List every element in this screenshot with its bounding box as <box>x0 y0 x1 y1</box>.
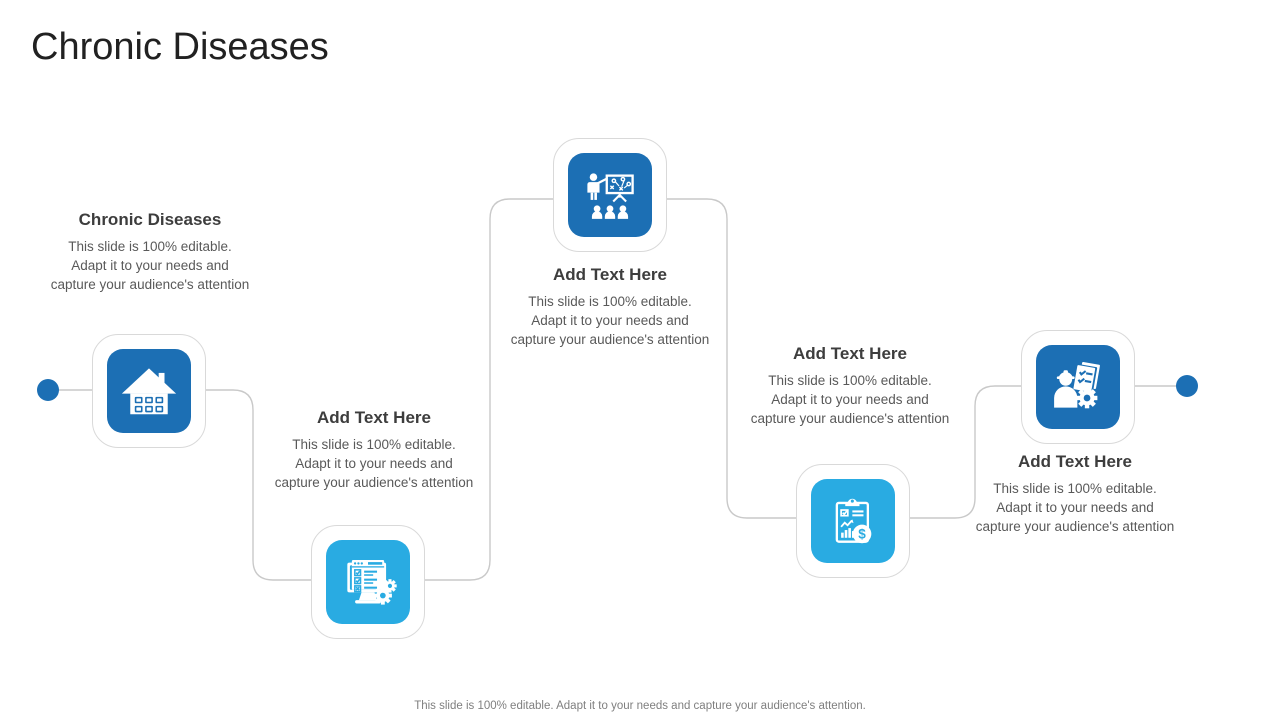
icon-tile-4: $ <box>811 479 895 563</box>
slide-title: Chronic Diseases <box>31 26 329 68</box>
node-body[interactable]: This slide is 100% editable. Adapt it to… <box>975 481 1175 534</box>
node-heading[interactable]: Add Text Here <box>317 408 431 427</box>
financial-clipboard-dollar-icon: $ <box>835 498 872 544</box>
node-body[interactable]: This slide is 100% editable. Adapt it to… <box>50 239 250 292</box>
text-block-5[interactable]: Add Text Here This slide is 100% editabl… <box>975 452 1175 536</box>
node-heading[interactable]: Add Text Here <box>793 344 907 363</box>
start-dot <box>37 379 59 401</box>
node-heading[interactable]: Add Text Here <box>1018 452 1132 471</box>
icon-tile-2 <box>326 540 410 624</box>
timeline-node-card-1[interactable] <box>92 334 206 448</box>
node-heading[interactable]: Add Text Here <box>553 265 667 284</box>
icon-tile-3 <box>568 153 652 237</box>
icon-tile-1 <box>107 349 191 433</box>
text-block-4[interactable]: Add Text Here This slide is 100% editabl… <box>750 344 950 428</box>
hospital-building-icon <box>121 368 177 415</box>
node-body[interactable]: This slide is 100% editable. Adapt it to… <box>510 294 710 347</box>
engineer-checklist-gear-icon <box>1054 361 1100 409</box>
text-block-1[interactable]: Chronic Diseases This slide is 100% edit… <box>50 210 250 294</box>
text-block-3[interactable]: Add Text Here This slide is 100% editabl… <box>510 265 710 349</box>
node-body[interactable]: This slide is 100% editable. Adapt it to… <box>750 373 950 426</box>
text-block-2[interactable]: Add Text Here This slide is 100% editabl… <box>274 408 474 492</box>
timeline-node-card-2[interactable] <box>311 525 425 639</box>
presentation-training-icon <box>587 173 634 219</box>
svg-text:$: $ <box>858 527 866 542</box>
node-heading[interactable]: Chronic Diseases <box>78 210 222 229</box>
node-body[interactable]: This slide is 100% editable. Adapt it to… <box>274 437 474 490</box>
timeline-node-card-3[interactable] <box>553 138 667 252</box>
icon-tile-5 <box>1036 345 1120 429</box>
slide-footer-disclaimer: This slide is 100% editable. Adapt it to… <box>414 700 866 712</box>
timeline-node-card-4[interactable]: $ <box>796 464 910 578</box>
end-dot <box>1176 375 1198 397</box>
monitor-checklist-gears-icon <box>347 560 397 605</box>
timeline-node-card-5[interactable] <box>1021 330 1135 444</box>
